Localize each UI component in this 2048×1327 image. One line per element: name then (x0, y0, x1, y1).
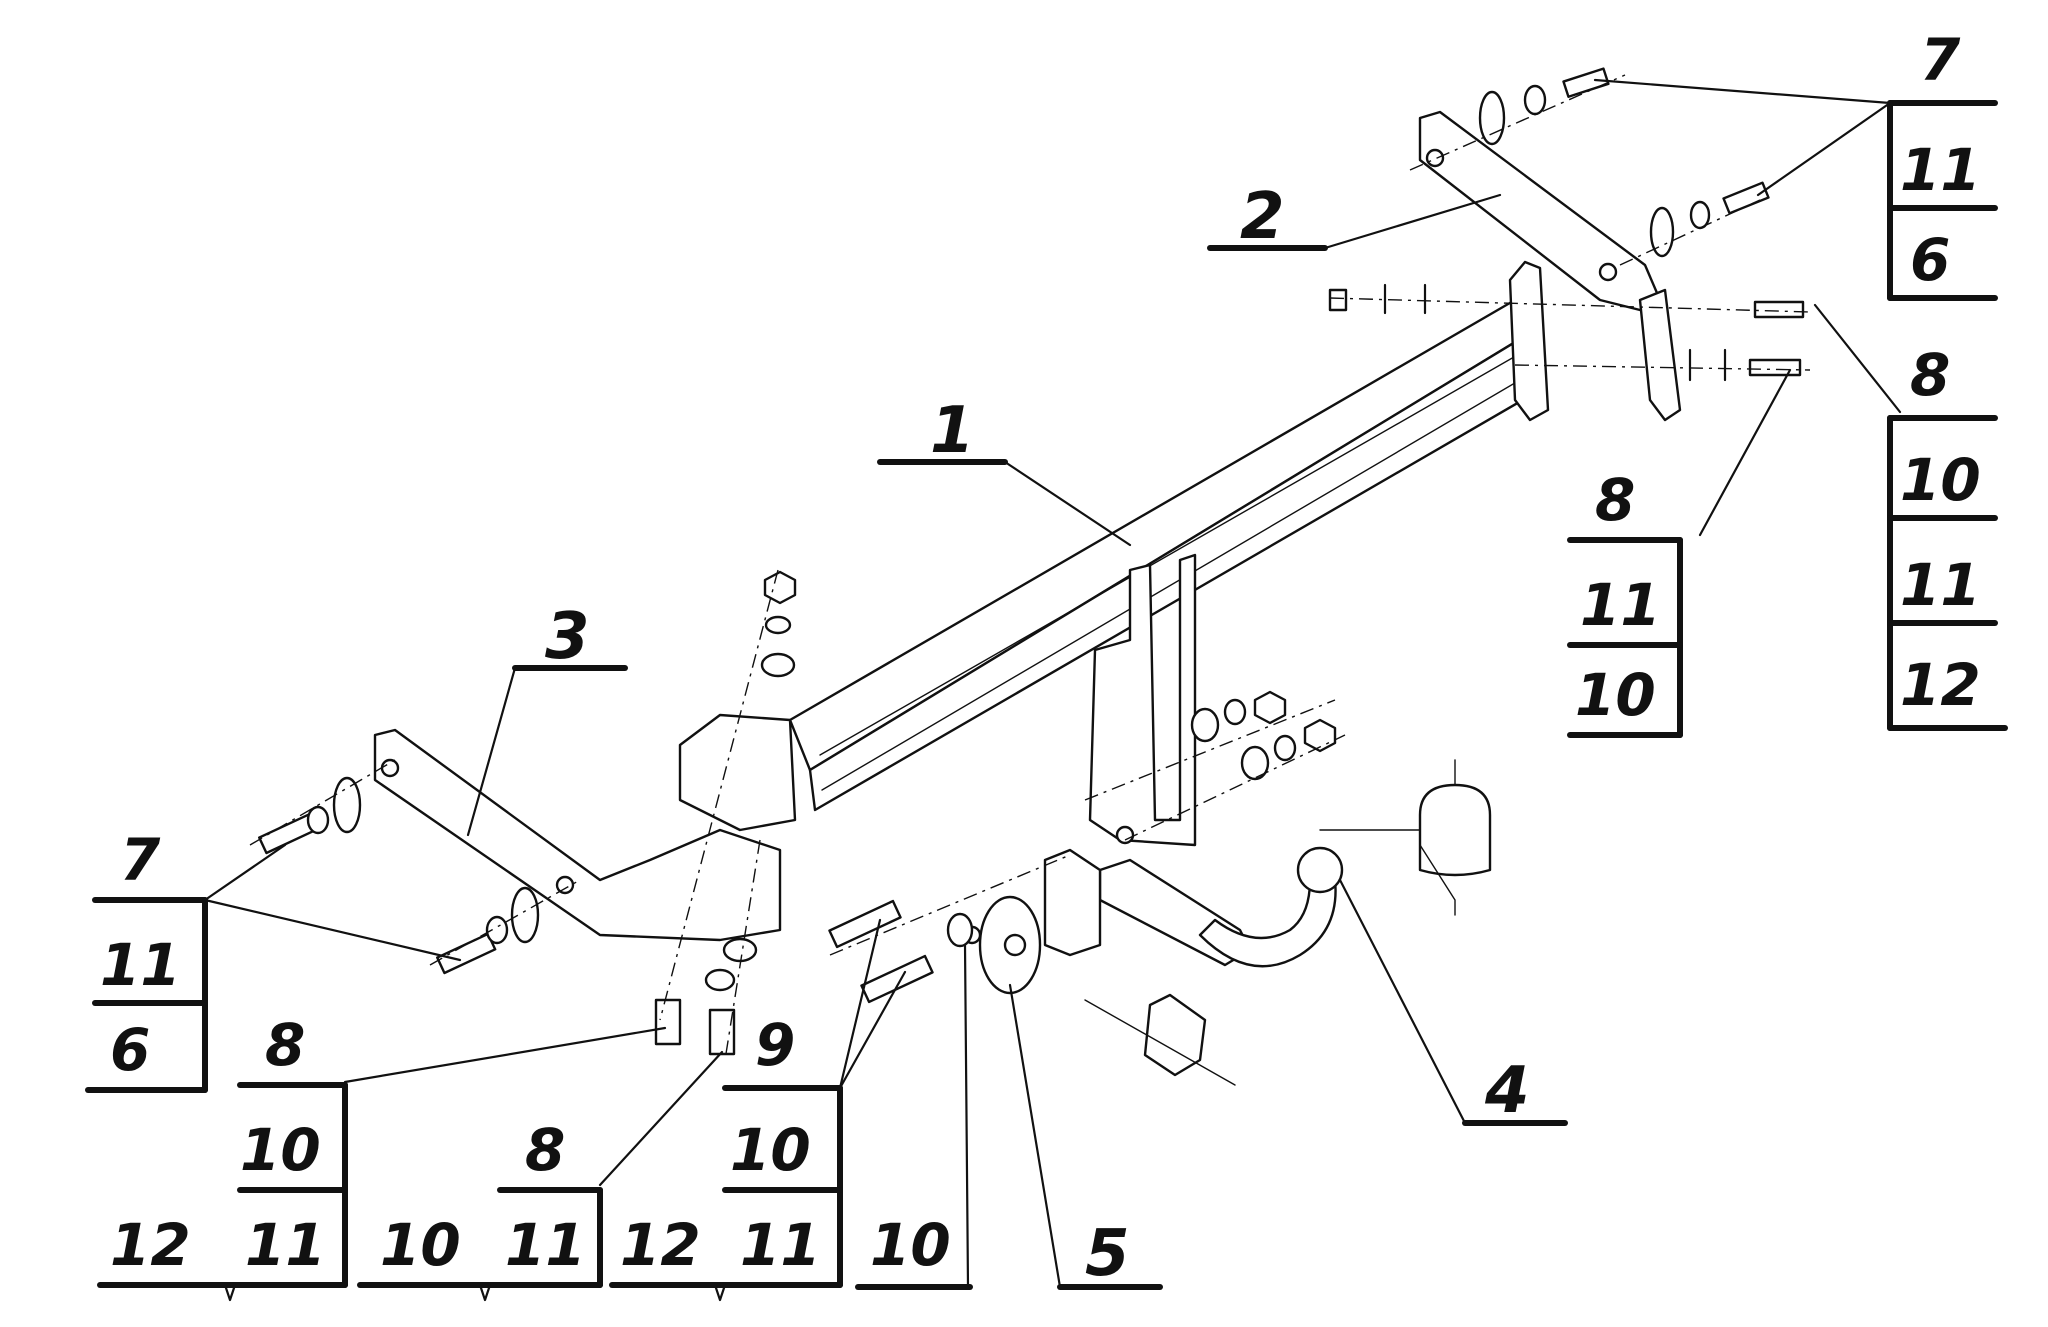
stack-row: 12 (1900, 651, 1981, 719)
stack-head: 9 (755, 1011, 795, 1079)
stack-head: 8 (1595, 466, 1635, 534)
left-side-bracket (373, 728, 782, 942)
stack-bottom-a: 8 10 11 12 (97, 1011, 348, 1302)
stack-bottom-c: 9 10 11 12 (609, 1011, 843, 1302)
stack-side: 12 (110, 1211, 191, 1279)
stack-head: 8 (265, 1011, 305, 1079)
stack-mid-right: 8 11 10 (1567, 466, 1683, 738)
right-side-bracket (1418, 110, 1682, 422)
stack-head: 7 (1920, 26, 1961, 94)
stack-row: 11 (505, 1211, 586, 1279)
stack-row: 11 (1580, 571, 1661, 639)
stack-row: 10 (730, 1116, 811, 1184)
stack-row: 10 (1900, 446, 1981, 514)
stack-row: 11 (100, 931, 181, 999)
stack-left: 7 11 6 (85, 826, 208, 1093)
fasteners (258, 67, 1805, 1056)
main-crossbar (678, 260, 1550, 847)
stack-row: 6 (110, 1016, 150, 1084)
stack-head: 8 (1910, 341, 1950, 409)
stack-row: 11 (1900, 136, 1981, 204)
tow-ball-assembly (1098, 759, 1492, 968)
stack-row: 10 (1575, 661, 1656, 729)
stack-bottom-b: 8 11 10 (357, 1116, 603, 1302)
callout-2: 2 (1240, 180, 1285, 254)
stack-head: 7 (120, 826, 161, 894)
assembly-axes (249, 74, 1811, 1061)
stack-side: 12 (620, 1211, 701, 1279)
callout-5: 5 (1085, 1217, 1130, 1291)
callout-4: 4 (1484, 1054, 1530, 1128)
socket-plate-assembly (962, 848, 1236, 1086)
callout-3: 3 (545, 600, 590, 674)
stack-row: 11 (740, 1211, 821, 1279)
stack-bottom-d: 10 (855, 1211, 973, 1290)
stack-side: 10 (380, 1211, 461, 1279)
stack-head: 8 (525, 1116, 565, 1184)
stack-row: 11 (245, 1211, 326, 1279)
stack-side: 10 (870, 1211, 951, 1279)
stack-row: 6 (1910, 226, 1950, 294)
stack-top-right-a: 7 11 6 (1887, 26, 1998, 301)
callout-1: 1 (930, 394, 975, 468)
leader-lines (203, 78, 1902, 1289)
stack-top-right-b: 8 10 11 12 (1887, 341, 2008, 731)
stack-row: 10 (240, 1116, 321, 1184)
stack-row: 11 (1900, 551, 1981, 619)
callout-labels: 1 2 3 4 5 (512, 180, 1568, 1291)
